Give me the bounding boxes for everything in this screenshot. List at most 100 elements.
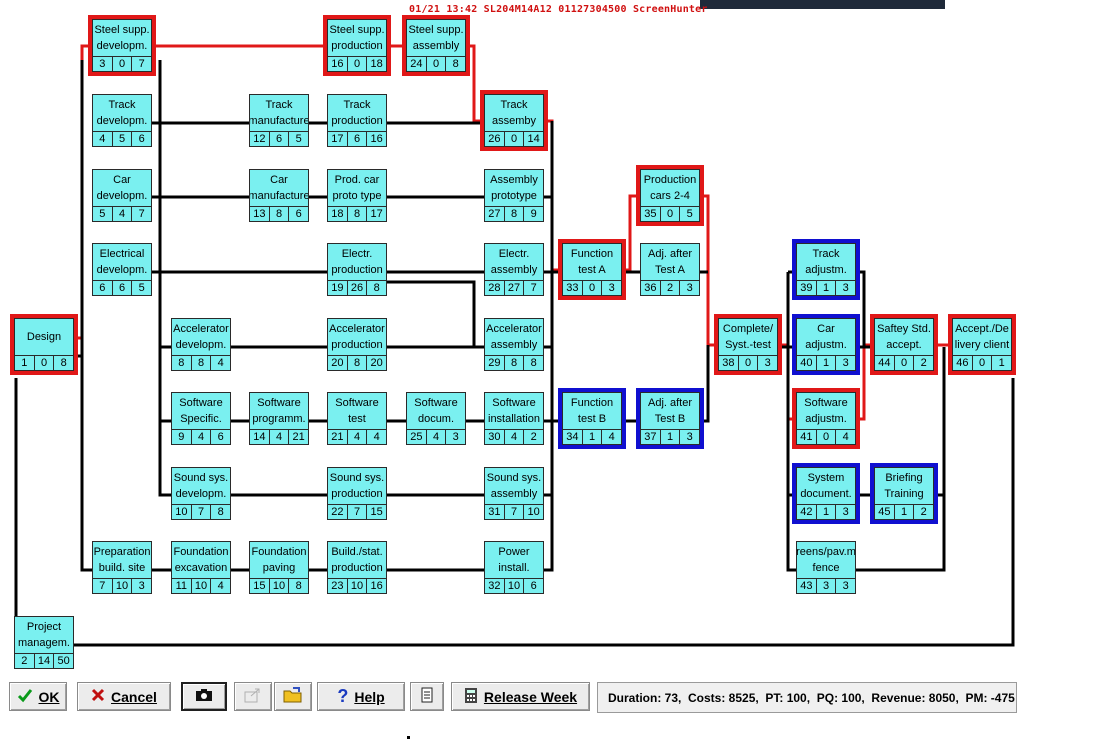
- task-id: 1: [21, 357, 28, 369]
- task-float: 1: [815, 356, 836, 371]
- task-id: 29: [488, 357, 501, 369]
- task-float: 0: [581, 281, 602, 296]
- task-id: 23: [331, 580, 344, 592]
- open-button[interactable]: [274, 682, 312, 711]
- task-name: Project managem.: [18, 621, 70, 649]
- task-duration: 3: [679, 430, 699, 445]
- task-float: 4: [425, 430, 446, 445]
- task-id: 15: [253, 580, 266, 592]
- help-button[interactable]: ?Help: [317, 682, 405, 711]
- task-id: 5: [99, 208, 106, 220]
- snapshot-button[interactable]: [181, 682, 227, 711]
- task-id: 21: [331, 431, 344, 443]
- task-name: Car manufacture: [250, 174, 308, 202]
- task-duration: 3: [835, 281, 855, 296]
- mouse-cursor: [407, 736, 410, 739]
- task-name: Sound sys. assembly: [486, 472, 542, 500]
- task-id: 12: [253, 133, 266, 145]
- screenhunter-watermark: 01/21 13:42 SL204M14A12 01127304500 Scre…: [409, 4, 708, 15]
- release-week-button[interactable]: Release Week: [451, 682, 590, 711]
- task-duration: 3: [445, 430, 465, 445]
- task-duration: 6: [131, 132, 151, 147]
- task-duration: 17: [366, 207, 386, 222]
- task-id: 24: [410, 58, 423, 70]
- task-name: Track manufacture: [250, 99, 308, 127]
- ok-button[interactable]: OK: [9, 682, 67, 711]
- task-name: Accept./De livery client: [954, 323, 1010, 351]
- task-duration: 15: [366, 505, 386, 520]
- task-name: System document.: [800, 472, 852, 500]
- task-id: 27: [488, 208, 501, 220]
- task-id: 36: [644, 282, 657, 294]
- export-button[interactable]: [234, 682, 272, 711]
- task-name: Electrical developm.: [96, 248, 148, 276]
- task-float: 0: [111, 57, 132, 72]
- document-button[interactable]: [410, 682, 444, 711]
- task-duration: 8: [366, 281, 386, 296]
- task-float: 6: [346, 132, 367, 147]
- task-name: Track production: [331, 99, 383, 127]
- task-duration: 5: [131, 281, 151, 296]
- task-name: Software docum.: [414, 397, 458, 425]
- task-id: 34: [566, 431, 579, 443]
- task-id: 19: [331, 282, 344, 294]
- task-duration: 3: [835, 356, 855, 371]
- task-float: 0: [659, 207, 680, 222]
- task-name: Prod. car proto type: [332, 174, 382, 202]
- question-icon: ?: [337, 686, 349, 706]
- cancel-button[interactable]: Cancel: [77, 682, 171, 711]
